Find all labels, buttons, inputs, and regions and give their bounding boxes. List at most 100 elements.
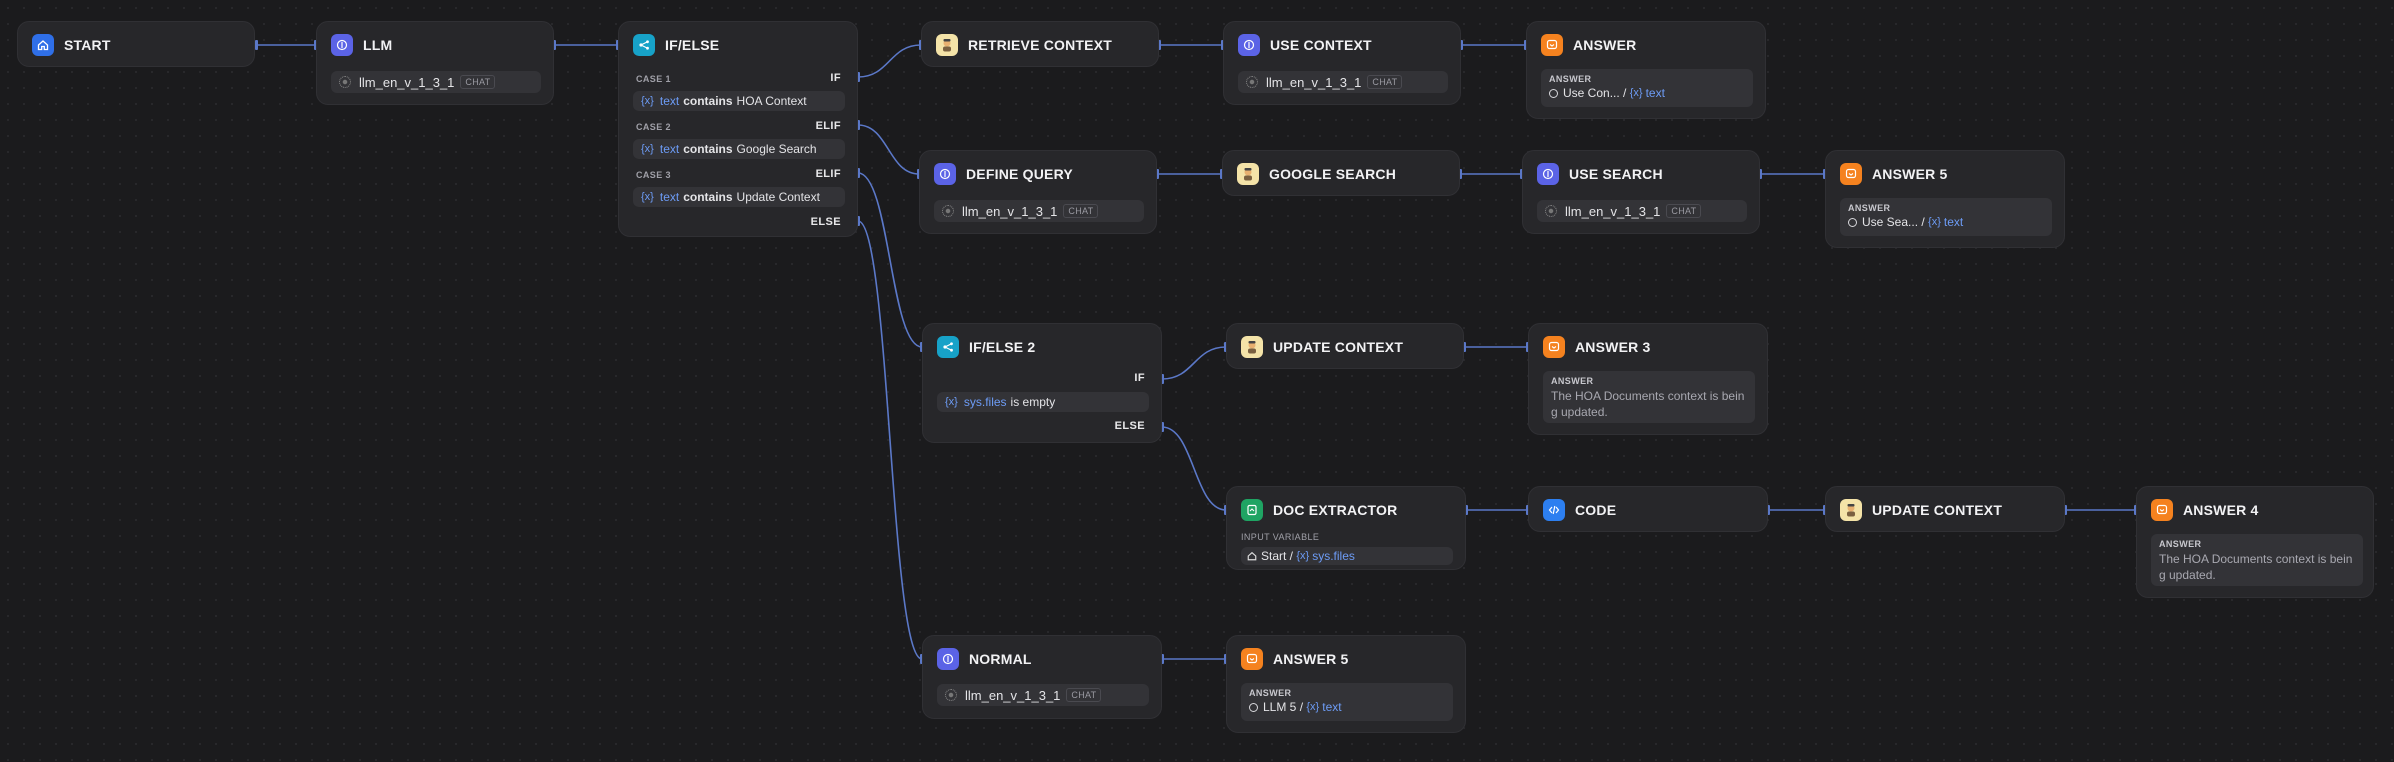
branch-label: ELIF	[815, 120, 841, 132]
node-title: DEFINE QUERY	[966, 166, 1073, 182]
model-provider-icon	[945, 689, 957, 701]
node-use-search[interactable]: USE SEARCH llm_en_v_1_3_1 CHAT	[1522, 150, 1760, 234]
node-answer-5-normal[interactable]: ANSWER 5 ANSWER LLM 5 / {x} text	[1226, 635, 1466, 733]
node-update-context-2[interactable]: UPDATE CONTEXT	[1825, 486, 2065, 532]
node-answer[interactable]: ANSWER ANSWER Use Con... / {x} text	[1526, 21, 1766, 119]
node-use-context[interactable]: USE CONTEXT llm_en_v_1_3_1 CHAT	[1223, 21, 1461, 105]
node-code[interactable]: CODE	[1528, 486, 1768, 532]
model-provider-icon	[339, 76, 351, 88]
condition-value: HOA Context	[736, 94, 807, 108]
answer-text: The HOA Documents context is being updat…	[1551, 389, 1745, 419]
answer-text: The HOA Documents context is being updat…	[2159, 552, 2353, 582]
answer-icon	[1543, 336, 1565, 358]
variable-icon: {x}	[641, 191, 654, 203]
model-selector[interactable]: llm_en_v_1_3_1 CHAT	[1238, 71, 1448, 93]
model-selector[interactable]: llm_en_v_1_3_1 CHAT	[937, 684, 1149, 706]
branch-label: IF	[1134, 372, 1145, 384]
variable-icon: {x}	[945, 396, 958, 408]
condition-row[interactable]: {x} text contains Update Context	[633, 187, 845, 207]
node-retrieve-context[interactable]: RETRIEVE CONTEXT	[921, 21, 1159, 67]
condition-variable: text	[659, 190, 680, 204]
edge[interactable]	[857, 220, 923, 660]
node-title: ANSWER	[1573, 37, 1637, 53]
edge[interactable]	[1161, 346, 1227, 380]
condition-row[interactable]: {x} text contains Google Search	[633, 139, 845, 159]
node-answer-4[interactable]: ANSWER 4 ANSWER The HOA Documents contex…	[2136, 486, 2374, 598]
condition-operator: contains	[683, 94, 733, 108]
model-name: llm_en_v_1_3_1	[962, 203, 1058, 219]
model-selector[interactable]: llm_en_v_1_3_1 CHAT	[331, 71, 541, 93]
model-mode-tag: CHAT	[460, 75, 496, 89]
node-google-search[interactable]: GOOGLE SEARCH	[1222, 150, 1460, 196]
node-title: ANSWER 4	[2183, 502, 2259, 518]
condition-operator: is empty	[1010, 395, 1056, 409]
llm-icon	[331, 34, 353, 56]
condition-row[interactable]: {x} sys.files is empty	[937, 392, 1149, 412]
model-provider-icon	[1246, 76, 1258, 88]
model-name: llm_en_v_1_3_1	[359, 74, 455, 90]
llm-icon	[934, 163, 956, 185]
node-title: ANSWER 5	[1273, 651, 1349, 667]
ref-variable: text	[1322, 700, 1342, 714]
answer-label: ANSWER	[1249, 688, 1292, 698]
answer-label: ANSWER	[1848, 203, 1891, 213]
node-start[interactable]: START	[17, 21, 255, 67]
model-name: llm_en_v_1_3_1	[1565, 203, 1661, 219]
edge[interactable]	[857, 44, 922, 78]
llm-ref-icon	[1249, 702, 1258, 712]
case-label: CASE 2	[636, 122, 671, 132]
node-title: USE SEARCH	[1569, 166, 1663, 182]
case-label: CASE 3	[636, 170, 671, 180]
model-selector[interactable]: llm_en_v_1_3_1 CHAT	[1537, 200, 1747, 222]
ref-node: Use Sea...	[1862, 215, 1919, 229]
input-variable-label: INPUT VARIABLE	[1241, 532, 1320, 542]
answer-icon	[1541, 34, 1563, 56]
node-define-query[interactable]: DEFINE QUERY llm_en_v_1_3_1 CHAT	[919, 150, 1157, 234]
edge[interactable]	[857, 124, 920, 175]
answer-label: ANSWER	[2159, 539, 2202, 549]
source-handle[interactable]	[255, 40, 258, 50]
answer-icon	[1840, 163, 1862, 185]
model-provider-icon	[1545, 205, 1557, 217]
node-ifelse-2[interactable]: IF/ELSE 2 IF {x} sys.files is empty ELSE	[922, 323, 1162, 443]
node-answer-3[interactable]: ANSWER 3 ANSWER The HOA Documents contex…	[1528, 323, 1768, 435]
answer-content[interactable]: ANSWER Use Con... / {x} text	[1541, 69, 1753, 107]
node-title: ANSWER 3	[1575, 339, 1651, 355]
condition-variable: text	[659, 142, 680, 156]
answer-content[interactable]: ANSWER The HOA Documents context is bein…	[1543, 371, 1755, 423]
answer-content[interactable]: ANSWER LLM 5 / {x} text	[1241, 683, 1453, 721]
doc-extractor-icon	[1241, 499, 1263, 521]
answer-icon	[2151, 499, 2173, 521]
node-title: UPDATE CONTEXT	[1273, 339, 1404, 355]
ref-variable: sys.files	[1312, 549, 1355, 563]
answer-content[interactable]: ANSWER The HOA Documents context is bein…	[2151, 534, 2363, 586]
node-ifelse[interactable]: IF/ELSE CASE 1 IF {x} text contains HOA …	[618, 21, 858, 237]
model-selector[interactable]: llm_en_v_1_3_1 CHAT	[934, 200, 1144, 222]
condition-operator: contains	[683, 142, 733, 156]
edge[interactable]	[857, 172, 923, 348]
node-answer-5-search[interactable]: ANSWER 5 ANSWER Use Sea... / {x} text	[1825, 150, 2065, 248]
node-llm[interactable]: LLM llm_en_v_1_3_1 CHAT	[316, 21, 554, 105]
node-update-context-1[interactable]: UPDATE CONTEXT	[1226, 323, 1464, 369]
variable-icon: {x}	[641, 95, 654, 107]
edge[interactable]	[1161, 426, 1227, 511]
input-variable-ref[interactable]: Start / {x} sys.files	[1241, 547, 1453, 565]
code-icon	[1543, 499, 1565, 521]
branch-icon	[937, 336, 959, 358]
variable-icon: {x}	[1306, 701, 1320, 713]
llm-ref-icon	[1549, 88, 1558, 98]
node-title: USE CONTEXT	[1270, 37, 1372, 53]
node-normal[interactable]: NORMAL llm_en_v_1_3_1 CHAT	[922, 635, 1162, 719]
condition-row[interactable]: {x} text contains HOA Context	[633, 91, 845, 111]
node-doc-extractor[interactable]: DOC EXTRACTOR INPUT VARIABLE Start / {x}…	[1226, 486, 1466, 570]
ref-node: Use Con...	[1563, 86, 1620, 100]
ref-node: Start	[1261, 549, 1287, 563]
node-title: GOOGLE SEARCH	[1269, 166, 1397, 182]
model-name: llm_en_v_1_3_1	[965, 687, 1061, 703]
answer-icon	[1241, 648, 1263, 670]
condition-operator: contains	[683, 190, 733, 204]
tool-avatar-icon	[1237, 163, 1259, 185]
answer-content[interactable]: ANSWER Use Sea... / {x} text	[1840, 198, 2052, 236]
llm-ref-icon	[1848, 217, 1857, 227]
